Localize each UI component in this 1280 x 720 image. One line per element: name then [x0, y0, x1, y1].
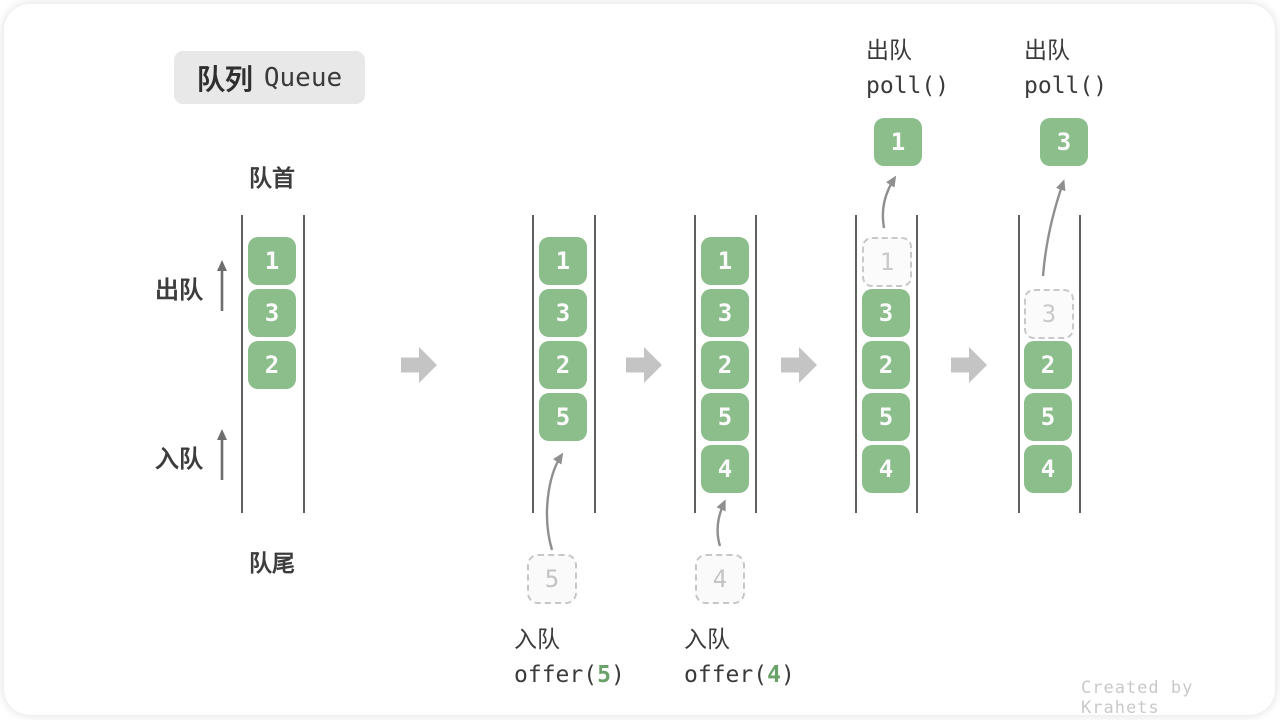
incoming-item: 4	[695, 554, 745, 604]
queue-item: 4	[701, 445, 749, 493]
code-arg: 4	[767, 662, 781, 688]
flow-arrow-icon	[951, 347, 987, 383]
outgoing-item: 1	[874, 118, 922, 166]
op-dequeue-1-code: poll()	[866, 73, 950, 99]
queue-item: 2	[248, 341, 296, 389]
code-text: offer(	[514, 662, 598, 688]
queue-item: 2	[1024, 341, 1072, 389]
title-en: Queue	[263, 62, 343, 93]
op-enqueue-4-code: offer(4)	[684, 657, 795, 693]
enqueue-curve-arrow-icon	[545, 452, 564, 551]
queue-wall	[594, 215, 596, 513]
code-text: )	[780, 662, 795, 688]
queue-wall	[303, 215, 305, 513]
queue-item: 1	[701, 237, 749, 285]
op-enqueue-4-zh: 入队	[684, 626, 730, 652]
queue-wall	[755, 215, 757, 513]
flow-arrow-icon	[626, 347, 662, 383]
queue-item: 3	[248, 289, 296, 337]
front-label: 队首	[249, 165, 295, 191]
queue-wall	[855, 215, 857, 513]
queue-item: 2	[539, 341, 587, 389]
flow-arrow-icon	[781, 347, 817, 383]
dequeue-curve-arrow-icon	[881, 175, 897, 229]
flow-arrow-icon	[401, 347, 437, 383]
queue-wall	[532, 215, 534, 513]
queue-item: 4	[1024, 445, 1072, 493]
ghost-item: 1	[862, 237, 912, 287]
queue-item: 3	[862, 289, 910, 337]
op-dequeue-1-zh: 出队	[866, 37, 912, 63]
arrows-overlay	[217, 175, 1066, 551]
dequeue-curve-arrow-icon	[1041, 179, 1066, 277]
code-text: )	[610, 662, 625, 688]
enqueue-curve-arrow-icon	[716, 499, 726, 547]
code-text: offer(	[684, 662, 768, 688]
ghost-item: 3	[1024, 289, 1074, 339]
op-enqueue-5-label: 入队 offer(5)	[514, 621, 625, 693]
queue-item: 1	[539, 237, 587, 285]
op-dequeue-2-code: poll()	[1024, 73, 1108, 99]
watermark: Created by Krahets	[1081, 678, 1194, 718]
title-badge: 队列 Queue	[174, 51, 365, 104]
code-arg: 5	[597, 662, 611, 688]
rear-label: 队尾	[249, 550, 295, 576]
queue-item: 1	[248, 237, 296, 285]
queue-item: 5	[862, 393, 910, 441]
op-dequeue-2-label: 出队 poll()	[1024, 32, 1107, 104]
queue-item: 4	[862, 445, 910, 493]
title-zh: 队列	[196, 63, 253, 95]
op-enqueue-4-label: 入队 offer(4)	[684, 621, 795, 693]
queue-item: 2	[701, 341, 749, 389]
queue-wall	[241, 215, 243, 513]
queue-item: 3	[701, 289, 749, 337]
op-enqueue-5-zh: 入队	[514, 626, 560, 652]
diagram-card: 队列 Queue 队首 队尾 出队 入队 1 3 2 1 3 2 5 5 1 3…	[4, 4, 1275, 718]
op-enqueue-5-code: offer(5)	[514, 657, 625, 693]
op-dequeue-2-zh: 出队	[1024, 37, 1070, 63]
incoming-item: 5	[527, 554, 577, 604]
queue-item: 5	[701, 393, 749, 441]
queue-item: 5	[539, 393, 587, 441]
outgoing-item: 3	[1040, 118, 1088, 166]
queue-item: 3	[539, 289, 587, 337]
queue-wall	[1079, 215, 1081, 513]
queue-item: 5	[1024, 393, 1072, 441]
queue-wall	[694, 215, 696, 513]
queue-item: 2	[862, 341, 910, 389]
op-dequeue-1-label: 出队 poll()	[866, 32, 949, 104]
enqueue-side-label: 入队	[155, 446, 203, 473]
queue-wall	[1018, 215, 1020, 513]
queue-wall	[916, 215, 918, 513]
dequeue-side-label: 出队	[155, 277, 203, 304]
